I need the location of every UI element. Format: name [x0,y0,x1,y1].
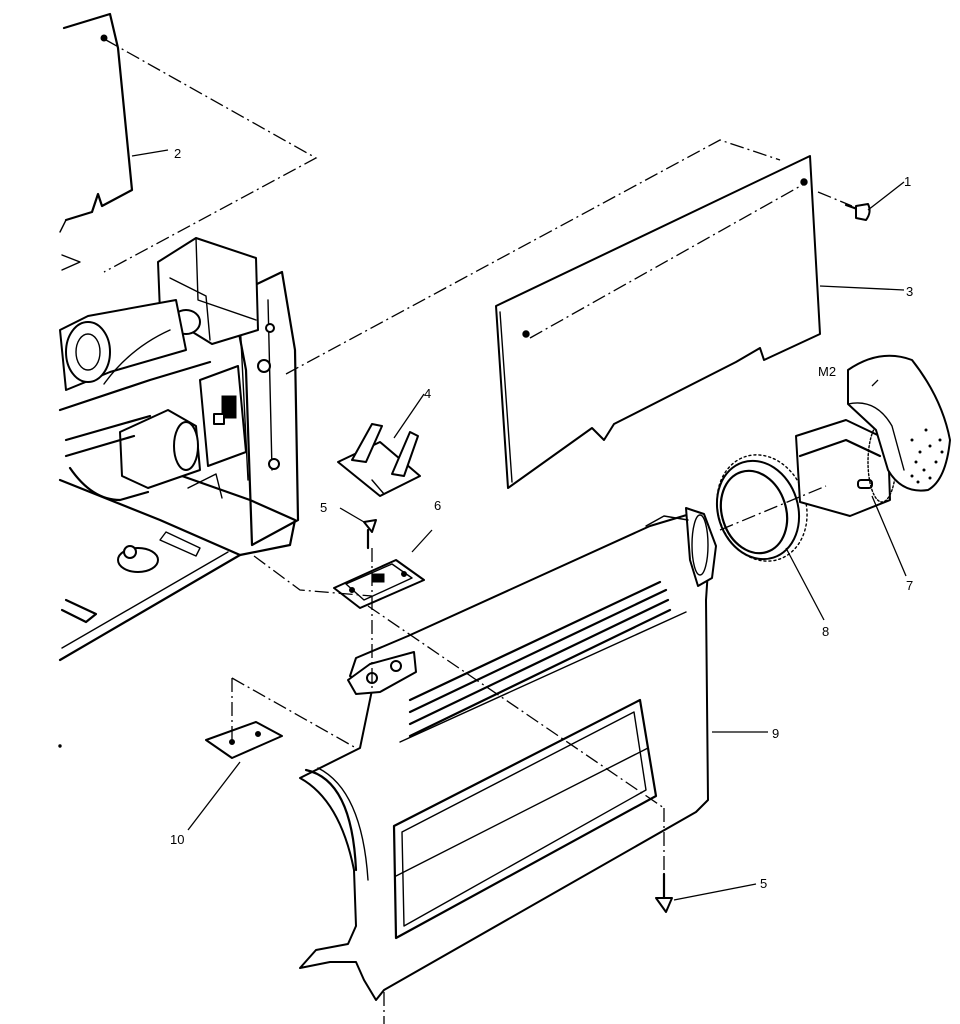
callout-5-upper: 5 [320,500,327,515]
leader-lines [131,149,907,901]
callout-m2: M2 [818,364,836,379]
part-2-cover-plate [59,12,134,271]
callout-8: 8 [822,624,829,639]
part-7-adapter [795,419,897,517]
part-9-housing [299,507,717,1001]
part-6-bracket-plate [333,559,425,609]
stray-mark [58,744,62,748]
part-1-screw [844,203,871,221]
callout-2: 2 [174,146,181,161]
part-10-plate [205,721,283,759]
part-5-screw-upper [363,519,377,550]
callout-9: 9 [772,726,779,741]
chassis-mechanism [58,237,300,662]
callout-1: 1 [904,174,911,189]
part-4-clip [337,423,421,497]
callout-4: 4 [424,386,431,401]
part-3-side-panel [495,155,821,489]
stipple-texture [910,428,944,484]
callout-5-lower: 5 [760,876,767,891]
callout-10: 10 [170,832,184,847]
assembly-lines [103,39,853,1024]
part-5-screw-lower [655,872,673,913]
part-m2-motor-cap [847,354,951,492]
callout-6: 6 [434,498,441,513]
callout-3: 3 [906,284,913,299]
callout-7: 7 [906,578,913,593]
